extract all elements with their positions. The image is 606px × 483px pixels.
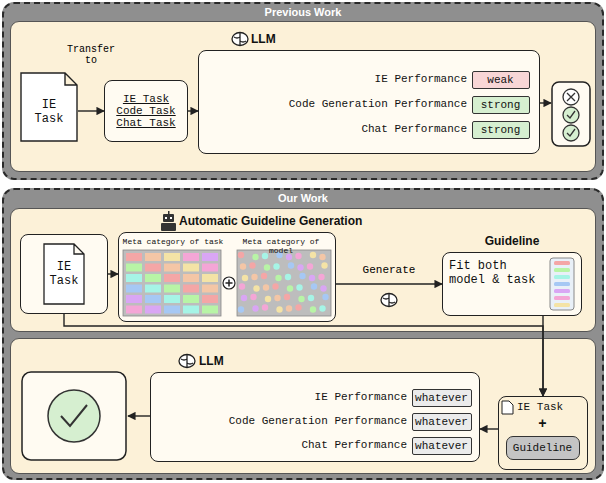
score-badge: weak [472, 71, 530, 89]
connector-arrow [64, 314, 543, 396]
label: IE Task [29, 98, 69, 126]
label: IE Performance [151, 391, 407, 403]
guideline-badge: Guideline [506, 436, 580, 460]
check-icon [48, 390, 100, 442]
label: Code Task [116, 105, 175, 117]
connector-arrow [188, 110, 198, 111]
result-box [552, 82, 590, 146]
result-box [22, 372, 126, 460]
text-stack: strong [473, 97, 529, 113]
task-category-image [123, 250, 221, 316]
edge-label: Generate [352, 264, 426, 276]
heading: Automatic Guideline Generation [179, 214, 479, 228]
label: Chat Performance [151, 439, 407, 451]
brain-icon [179, 355, 195, 368]
label: IE Task [123, 93, 169, 105]
text-stack: whatever [413, 390, 471, 406]
label: Code Generation Performance [151, 415, 407, 427]
label: Meta category of task [121, 237, 225, 246]
text-stack: IE TaskCode TaskChat Task [105, 81, 187, 141]
label: whatever [415, 392, 468, 404]
task-list-box: IE TaskCode TaskChat Task [104, 80, 188, 142]
label: Guideline [513, 442, 572, 454]
heading: LLM [199, 354, 279, 368]
arrow [540, 102, 551, 103]
guideline-strip [550, 258, 574, 310]
label: strong [481, 124, 521, 136]
label: Fit both model & task [449, 259, 541, 287]
label: IE Performance [199, 73, 467, 85]
heading: LLM [251, 32, 331, 46]
text-stack: IE Task [20, 72, 78, 142]
text-stack: Guideline [507, 437, 579, 459]
label: Our Work [4, 192, 602, 204]
model-category-dots [238, 252, 329, 313]
label: whatever [415, 416, 468, 428]
heading: Guideline [443, 234, 581, 248]
section-panel: Previous WorkIE TaskIE TaskCode TaskChat… [2, 2, 604, 180]
arrow [128, 415, 150, 416]
document-node: IE Task [20, 72, 78, 142]
score-badge: strong [472, 121, 530, 139]
score-badge: whatever [412, 413, 472, 431]
text-stack: strong [473, 122, 529, 138]
llm-box: LLMIE PerformanceCode Generation Perform… [198, 50, 540, 154]
connector-arrow [78, 110, 104, 111]
connector-arrow [480, 428, 498, 429]
label: IE Task [517, 401, 585, 413]
label: Chat Performance [199, 123, 467, 135]
robot-icon [161, 211, 176, 231]
label: Previous Work [4, 6, 602, 18]
brain-icon [381, 294, 397, 307]
label: IE Task [44, 260, 84, 288]
label: + [499, 416, 586, 432]
model-category-image [237, 250, 331, 316]
text-stack: whatever [413, 438, 471, 454]
score-badge: strong [472, 96, 530, 114]
plus-symbol [223, 277, 235, 289]
connector-arrow [336, 283, 442, 284]
document-icon [502, 401, 513, 414]
score-badge: whatever [412, 437, 472, 455]
label: weak [487, 74, 513, 86]
llm-box: LLMIE PerformanceCode Generation Perform… [150, 372, 480, 462]
label: whatever [415, 440, 468, 452]
brain-icon [232, 33, 248, 46]
connector-arrow [108, 273, 118, 274]
edge-label: Transfer to [60, 44, 122, 66]
text-stack: weak [473, 72, 529, 88]
text-stack: whatever [413, 414, 471, 430]
document-icon [44, 244, 84, 304]
label: strong [481, 99, 521, 111]
label: Code Generation Performance [199, 98, 467, 110]
score-badge: whatever [412, 389, 472, 407]
result-icons [563, 89, 579, 141]
task-category-tiles [126, 253, 218, 314]
label: Meta category of model [229, 237, 333, 255]
label: Chat Task [116, 117, 175, 129]
